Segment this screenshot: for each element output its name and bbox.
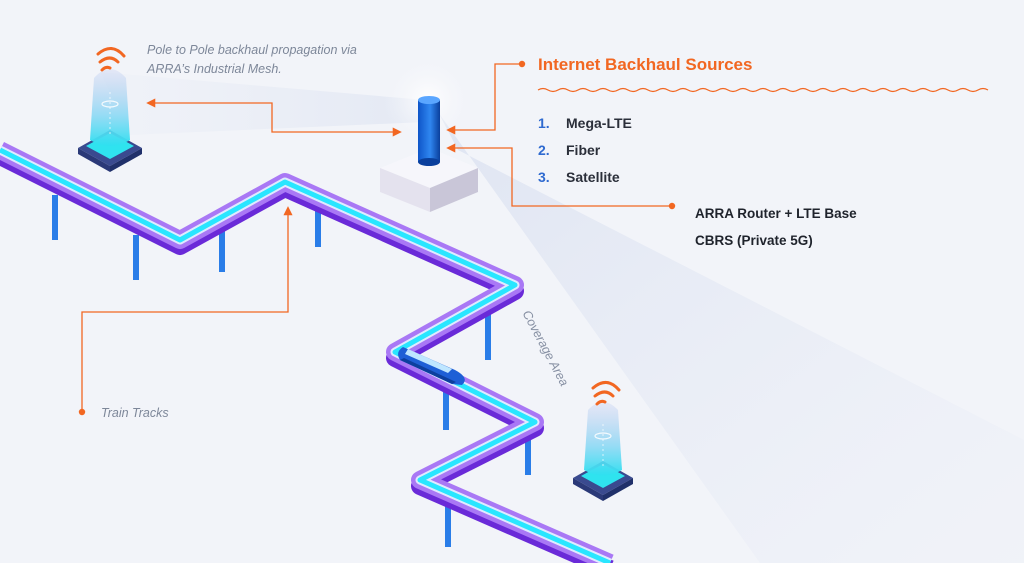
router-label-line2: CBRS (Private 5G): [695, 233, 813, 248]
list-label: Mega-LTE: [566, 114, 632, 131]
wifi-signal-icon: [96, 47, 126, 72]
connector-lines: [81, 63, 672, 412]
mesh-note-line1: Pole to Pole backhaul propagation via: [147, 43, 357, 57]
mesh-arrow: [146, 98, 402, 137]
backhaul-source-list: 1. Mega-LTE 2. Fiber 3. Satellite: [538, 109, 632, 190]
list-label: Satellite: [566, 168, 620, 185]
list-number: 1.: [538, 114, 550, 131]
connector-dots: [78, 60, 676, 416]
coverage-beam: [438, 112, 1024, 563]
router-arrow: [446, 143, 672, 207]
page-title: Internet Backhaul Sources: [538, 55, 753, 74]
mesh-note-line2: ARRA’s Industrial Mesh.: [147, 62, 282, 76]
router-tower-icon: [380, 96, 478, 212]
list-label: Fiber: [566, 141, 601, 158]
list-number: 3.: [538, 168, 550, 185]
tracks-arrow: [81, 206, 293, 412]
wifi-signal-icon: [591, 381, 621, 406]
list-item: 2. Fiber: [538, 136, 632, 163]
router-label-line1: ARRA Router + LTE Base: [695, 206, 857, 221]
mesh-node-icon: [78, 69, 142, 172]
mesh-node-icon: [573, 402, 633, 501]
track-pillars: [52, 195, 531, 547]
title-wavy-underline: [537, 87, 989, 93]
list-item: 1. Mega-LTE: [538, 109, 632, 136]
list-number: 2.: [538, 141, 550, 158]
mesh-note: Pole to Pole backhaul propagation via AR…: [147, 41, 357, 79]
train-icon: [398, 347, 465, 385]
router-label: ARRA Router + LTE Base CBRS (Private 5G): [695, 200, 857, 254]
list-item: 3. Satellite: [538, 163, 632, 190]
backhaul-arrow: [446, 63, 522, 135]
train-tracks-label: Train Tracks: [101, 406, 169, 420]
train-tracks: [0, 141, 614, 563]
